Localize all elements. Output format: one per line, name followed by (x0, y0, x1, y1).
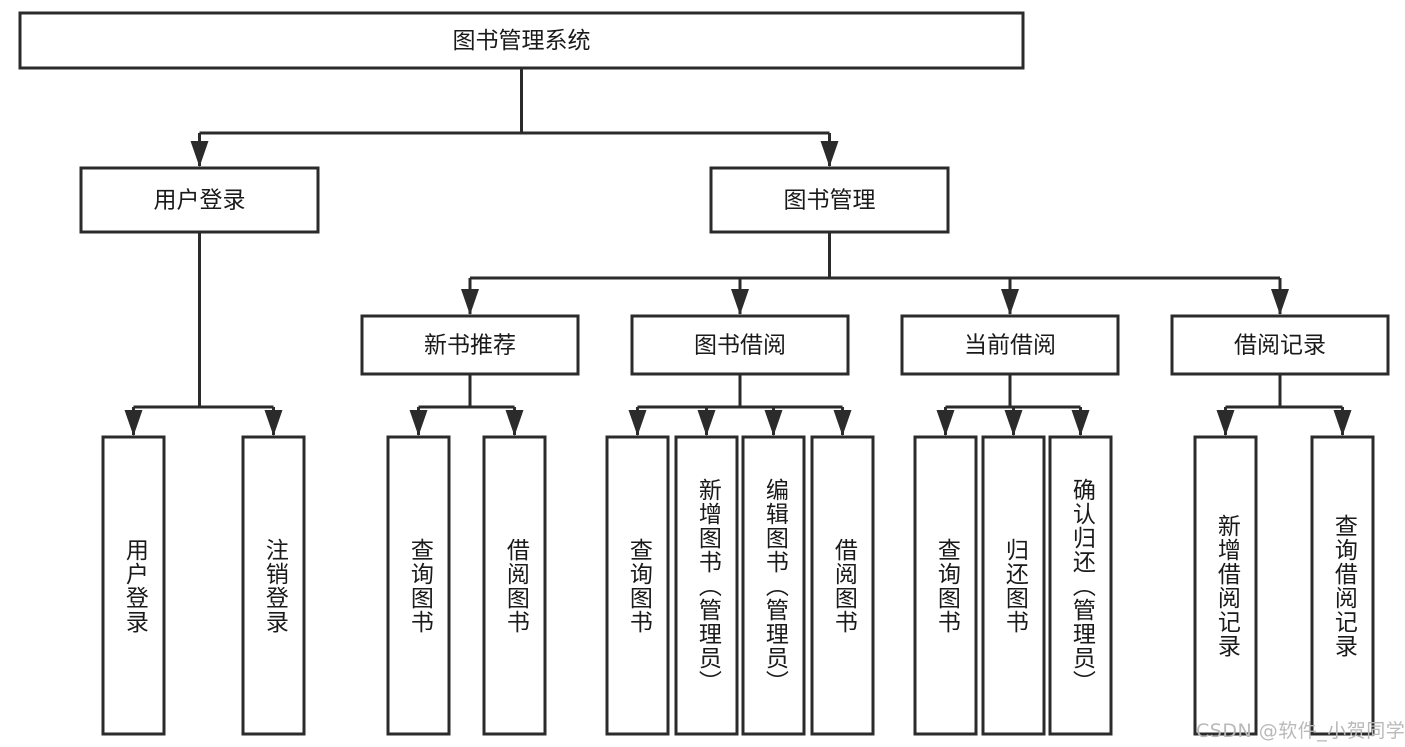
node-box-leaf-7[interactable] (810, 435, 875, 736)
node-box-leaf-5[interactable] (674, 435, 739, 736)
node-box-leaf-0[interactable] (101, 435, 166, 736)
arrow-head-leaf-8 (936, 410, 955, 436)
arrow-head-leaf-2 (409, 410, 428, 436)
csdn-watermark: CSDN @软件_小贺同学 (1196, 720, 1405, 742)
node-label-l2-0: 用户登录 (154, 188, 246, 214)
node-box-l3-2[interactable] (900, 314, 1120, 376)
node-box-leaf-12[interactable] (1310, 435, 1375, 736)
node-label-l3-0: 新书推荐 (424, 333, 516, 359)
arrow-head-mgmt-to-l3-2 (1001, 289, 1019, 315)
arrow-head-leaf-10 (1071, 410, 1090, 436)
node-box-l3-3[interactable] (1170, 314, 1390, 376)
arrow-head-leaf-11 (1216, 410, 1235, 436)
arrow-head-leaf-0 (124, 410, 143, 436)
node-label-l2-1: 图书管理 (784, 188, 876, 214)
node-box-leaf-1[interactable] (241, 435, 306, 736)
node-box-leaf-2[interactable] (386, 435, 451, 736)
node-box-leaf-10[interactable] (1048, 435, 1113, 736)
node-box-l3-1[interactable] (630, 314, 850, 376)
arrow-head-mgmt-to-l3-1 (731, 289, 749, 315)
node-label-l3-3: 借阅记录 (1234, 333, 1326, 359)
node-label-l3-2: 当前借阅 (964, 333, 1056, 359)
node-box-leaf-9[interactable] (981, 435, 1046, 736)
node-box-l3-0[interactable] (360, 314, 580, 376)
node-box-leaf-11[interactable] (1193, 435, 1258, 736)
node-box-l2-1[interactable] (709, 166, 950, 234)
connector-layer (124, 68, 1352, 436)
arrow-head-leaf-3 (505, 410, 524, 436)
arrow-head-leaf-12 (1333, 410, 1352, 436)
arrow-head-root-to-l2-0 (190, 141, 209, 167)
arrow-head-leaf-9 (1004, 410, 1023, 436)
node-box-leaf-4[interactable] (605, 435, 670, 736)
node-box-leaf-3[interactable] (482, 435, 547, 736)
node-box-leaf-8[interactable] (913, 435, 978, 736)
arrow-head-leaf-1 (264, 410, 283, 436)
node-box-root-0[interactable] (18, 11, 1025, 70)
arrow-head-mgmt-to-l3-3 (1271, 289, 1289, 315)
node-box-l2-0[interactable] (79, 166, 320, 234)
node-label-root-0: 图书管理系统 (453, 28, 591, 54)
arrow-head-leaf-6 (764, 410, 783, 436)
arrow-head-root-to-l2-1 (820, 141, 839, 167)
arrow-head-mgmt-to-l3-0 (461, 289, 479, 315)
arrow-head-leaf-7 (833, 410, 852, 436)
arrow-head-leaf-4 (628, 410, 647, 436)
node-label-l3-1: 图书借阅 (694, 333, 786, 359)
arrow-head-leaf-5 (697, 410, 716, 436)
node-box-leaf-6[interactable] (741, 435, 806, 736)
